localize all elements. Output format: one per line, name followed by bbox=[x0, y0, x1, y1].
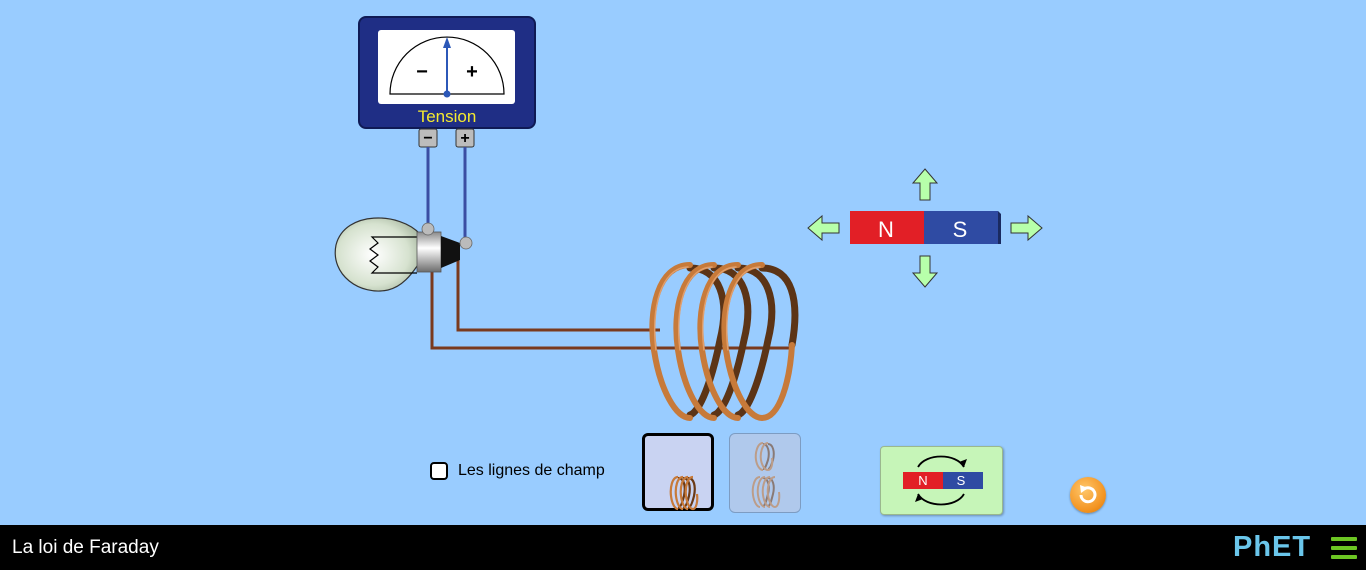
arrow-down-icon bbox=[911, 255, 939, 288]
reset-button[interactable] bbox=[1070, 477, 1106, 513]
two-coils-button[interactable] bbox=[729, 433, 801, 513]
bulb-filament bbox=[369, 236, 417, 274]
coil-wire-lower bbox=[430, 268, 790, 350]
voltmeter-label: Tension bbox=[418, 107, 477, 126]
coil-wire-upper bbox=[456, 248, 660, 332]
magnet-south-label: S bbox=[953, 217, 968, 242]
field-lines-label: Les lignes de champ bbox=[458, 462, 605, 479]
field-lines-checkbox[interactable]: Les lignes de champ bbox=[430, 462, 605, 480]
one-coil-button[interactable] bbox=[642, 433, 714, 511]
bulb-base bbox=[416, 231, 442, 273]
light-bulb bbox=[334, 217, 473, 292]
bar-magnet[interactable]: N S bbox=[850, 211, 1001, 244]
magnet-north bbox=[850, 211, 924, 244]
voltmeter-plus-label: + bbox=[466, 61, 478, 83]
sim-title: La loi de Faraday bbox=[12, 537, 159, 558]
magnet-north-label: N bbox=[878, 217, 894, 242]
field-lines-checkbox-box[interactable] bbox=[430, 462, 448, 480]
bulb-tip bbox=[441, 236, 460, 268]
arrow-left-icon bbox=[807, 214, 840, 242]
flip-magnet-icon: N S bbox=[903, 455, 983, 506]
simulation-scene: − + Tension − + bbox=[334, 16, 1043, 422]
needle-tip-icon bbox=[443, 37, 451, 48]
flip-magnet-button[interactable]: N S bbox=[880, 446, 1003, 515]
copper-coil bbox=[649, 262, 799, 422]
voltmeter-minus-label: − bbox=[416, 61, 428, 83]
flip-magnet-north-label: N bbox=[918, 473, 927, 488]
voltmeter: − + Tension − + bbox=[358, 16, 536, 148]
terminal-plus-label: + bbox=[460, 130, 469, 147]
two-coils-icon bbox=[751, 442, 781, 509]
arrow-up-icon bbox=[911, 168, 939, 201]
terminal-minus-label: − bbox=[423, 130, 432, 147]
one-coil-icon bbox=[669, 475, 699, 511]
phet-logo[interactable]: PhET bbox=[1233, 531, 1312, 563]
flip-magnet-south-label: S bbox=[957, 473, 966, 488]
navigation-bar: La loi de Faraday PhET bbox=[0, 525, 1366, 570]
magnet-south bbox=[924, 211, 998, 244]
hamburger-menu-icon[interactable] bbox=[1331, 537, 1357, 559]
arrow-right-icon bbox=[1010, 214, 1043, 242]
reset-icon bbox=[1079, 485, 1097, 504]
